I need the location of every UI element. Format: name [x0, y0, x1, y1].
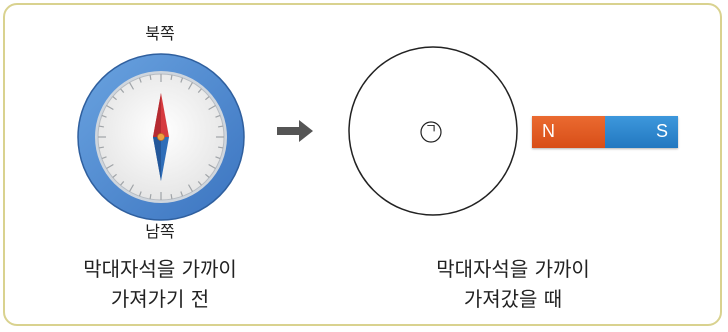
- compass-tick: [120, 88, 125, 93]
- right-caption-line2: 가져갔을 때: [463, 287, 563, 311]
- north-label: 북쪽: [145, 24, 175, 43]
- magnet-north: [532, 116, 605, 148]
- bar-magnet: N S: [532, 116, 678, 148]
- compass-tick: [180, 191, 184, 197]
- compass-tick: [128, 82, 135, 90]
- compass-tick: [149, 194, 152, 200]
- compass-tick: [208, 104, 216, 111]
- magnet-south: [605, 116, 678, 148]
- compass-tick: [170, 74, 173, 80]
- circle-marker-label: ㄱ: [425, 122, 437, 137]
- right-caption: 막대자석을 가까이 가져갔을 때: [393, 254, 633, 314]
- compass: [77, 53, 245, 221]
- compass-ticks: [98, 74, 224, 200]
- compass-tick: [218, 146, 224, 149]
- compass-tick: [197, 181, 202, 186]
- compass-tick: [138, 77, 142, 83]
- compass-tick: [112, 96, 117, 101]
- needle-pivot: [157, 133, 165, 141]
- compass-tick: [215, 114, 221, 118]
- compass-tick: [120, 181, 125, 186]
- compass-tick: [128, 184, 135, 192]
- observation-circle: [348, 46, 518, 216]
- compass-tick: [187, 82, 194, 90]
- marker-circle: [420, 121, 442, 143]
- compass-tick: [180, 77, 184, 83]
- magnet-north-label: N: [542, 121, 555, 141]
- compass-tick: [101, 114, 107, 118]
- compass-tick: [170, 194, 173, 200]
- compass-tick: [149, 74, 152, 80]
- right-caption-line1: 막대자석을 가까이: [436, 257, 590, 281]
- figure-frame: [3, 3, 722, 326]
- left-caption: 막대자석을 가까이 가져가기 전: [40, 254, 280, 314]
- compass-tick: [208, 163, 216, 170]
- compass-tick: [106, 104, 114, 111]
- compass-tick: [187, 184, 194, 192]
- compass-tick: [98, 125, 104, 128]
- left-caption-line2: 가져가기 전: [110, 287, 210, 311]
- compass-tick: [205, 96, 210, 101]
- right-arrow-icon: [277, 120, 313, 142]
- left-caption-line1: 막대자석을 가까이: [83, 257, 237, 281]
- compass-tick: [106, 163, 114, 170]
- south-label: 남쪽: [145, 222, 175, 241]
- compass-tick: [138, 191, 142, 197]
- compass-tick: [101, 156, 107, 160]
- compass-tick: [205, 173, 210, 178]
- compass-tick: [215, 156, 221, 160]
- compass-tick: [197, 88, 202, 93]
- magnet-south-label: S: [655, 121, 668, 141]
- compass-tick: [218, 125, 224, 128]
- compass-tick: [112, 173, 117, 178]
- compass-tick: [98, 146, 104, 149]
